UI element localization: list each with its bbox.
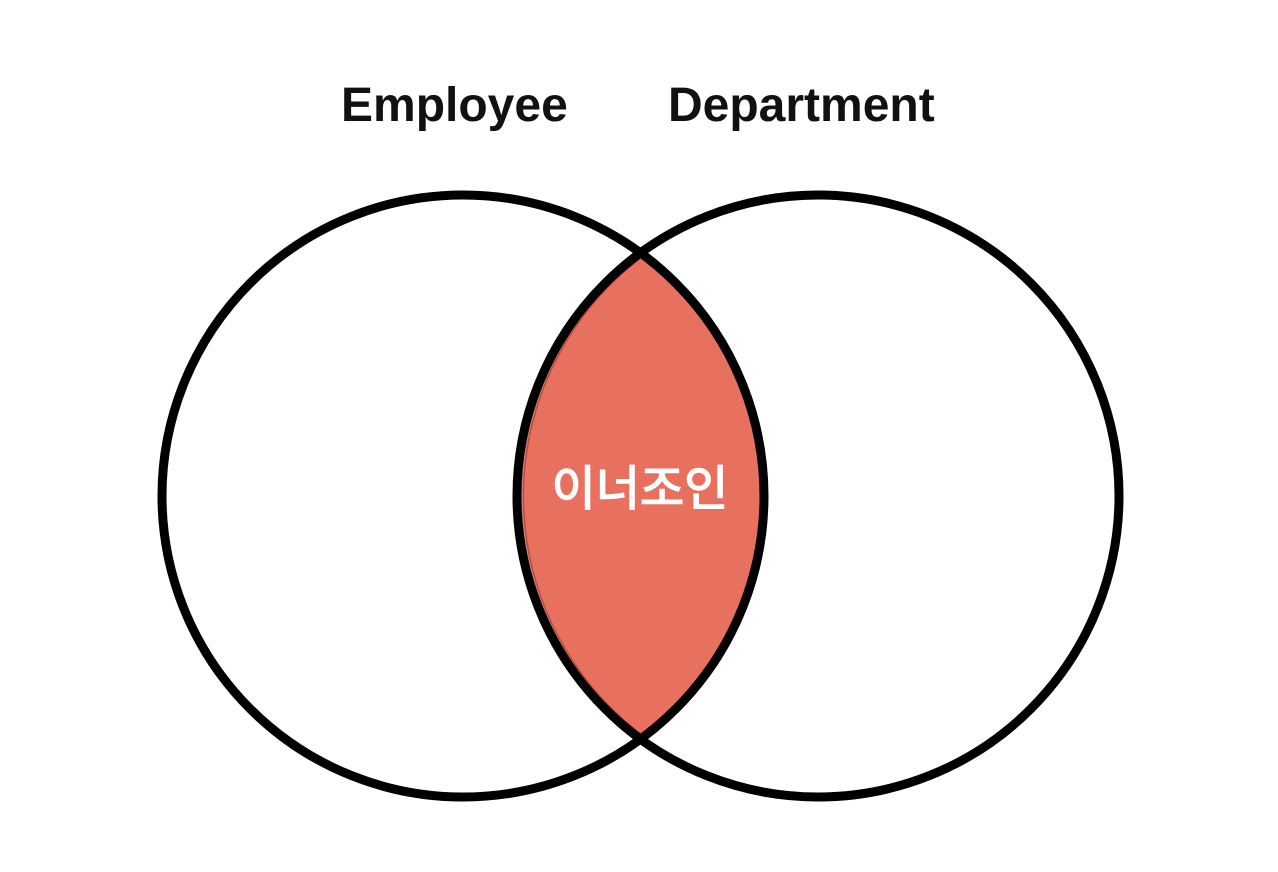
employee-set-label: Employee [341,79,568,132]
department-set-label: Department [668,79,935,132]
inner-join-label: 이너조인 [552,461,729,517]
department-circle [512,190,1124,802]
employee-circle [157,190,769,802]
